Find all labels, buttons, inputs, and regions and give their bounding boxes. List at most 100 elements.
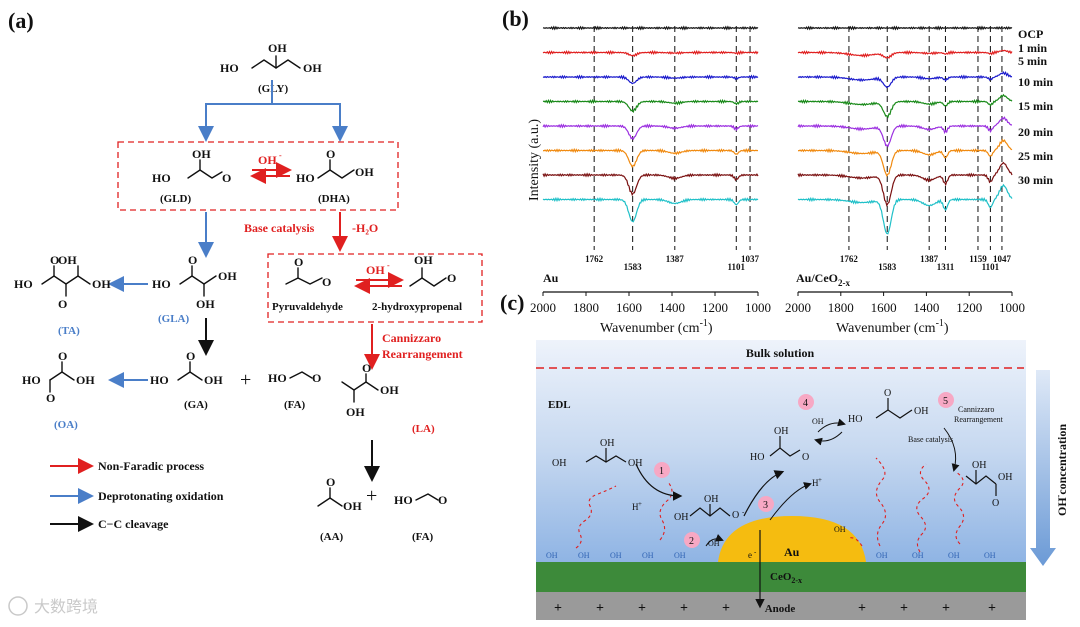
- time-legend: OCP 1 min 5 min 10 min 15 min 20 min 25 …: [1018, 27, 1053, 187]
- svg-text:OH: OH: [192, 147, 211, 161]
- svg-text:O: O: [322, 275, 331, 289]
- oa-molecule: HO O OH O (OA): [22, 349, 95, 431]
- oa-label: (OA): [54, 419, 78, 431]
- svg-text:1: 1: [659, 466, 664, 477]
- svg-text:O: O: [50, 253, 59, 267]
- svg-text:HO: HO: [220, 61, 239, 75]
- spectrum-5-min: [797, 70, 1013, 89]
- svg-text:O: O: [312, 371, 321, 385]
- surface-oh: OH: [984, 551, 996, 560]
- peak-label-1762: 1762: [585, 254, 604, 264]
- x-tick-1400: 1400: [913, 300, 939, 315]
- svg-text:(FA): (FA): [284, 399, 306, 411]
- spectrum-25-min: [797, 161, 1013, 208]
- spectrum-30-min: [797, 183, 1013, 235]
- surface-oh: OH: [578, 551, 590, 560]
- svg-text:OH: OH: [58, 253, 77, 267]
- oh-gradient-arrow: [1030, 370, 1056, 566]
- alkoxide-molecule: OH OH O -: [674, 494, 745, 523]
- svg-text:O: O: [884, 388, 891, 399]
- gly-edl-molecule: OH OH OH: [552, 438, 642, 469]
- svg-text:O: O: [326, 475, 335, 489]
- step-4-badge: [798, 394, 814, 410]
- svg-text:HO: HO: [268, 371, 287, 385]
- peak-label-1159: 1159: [969, 254, 987, 264]
- legend-non-faradic: Non-Faradic process: [98, 459, 204, 473]
- svg-text:H: H: [812, 478, 819, 488]
- svg-text:OH: OH: [414, 253, 433, 267]
- svg-text:2-hydroxypropenal: 2-hydroxypropenal: [372, 301, 462, 313]
- surface-oh: OH: [546, 551, 558, 560]
- ta-label: (TA): [58, 325, 80, 337]
- watermark-logo-icon: [8, 596, 28, 616]
- x-tick-1000: 1000: [745, 300, 771, 315]
- svg-text:OH: OH: [366, 263, 385, 277]
- anode-plus-sign: +: [638, 601, 646, 616]
- x-tick-1200: 1200: [956, 300, 982, 315]
- aa-molecule: O OH (AA): [317, 475, 362, 543]
- svg-text:O: O: [58, 297, 67, 311]
- svg-text:O: O: [732, 510, 739, 521]
- spectrum-5-min: [542, 74, 759, 85]
- gld-edl-molecule: HO OH O: [750, 426, 809, 463]
- legend-15min: 15 min: [1018, 99, 1053, 113]
- dha-edl-molecule: HO O OH: [848, 388, 928, 425]
- legend-5min: 5 min: [1018, 54, 1047, 68]
- au-x-axis-label: Wavenumber (cm-1): [600, 318, 713, 336]
- peak-label-1101: 1101: [982, 262, 1000, 272]
- svg-text:-H₂O: -H₂O: [352, 221, 378, 235]
- anode-plus-sign: +: [680, 601, 688, 616]
- svg-text:OH: OH: [914, 406, 928, 417]
- svg-text:O: O: [222, 171, 231, 185]
- step-5-badge: [938, 392, 954, 408]
- svg-text:Base catalysis: Base catalysis: [244, 221, 315, 235]
- svg-text:4: 4: [803, 398, 808, 409]
- panel-b-label: (b): [502, 6, 529, 31]
- svg-text:O: O: [46, 391, 55, 405]
- svg-text:(FA): (FA): [412, 531, 434, 543]
- ta-molecule: HO O OH OH O (TA): [14, 253, 111, 337]
- legend-cc-cleavage: C−C cleavage: [98, 517, 169, 531]
- anode-charges: +++++++++: [554, 601, 996, 616]
- au-label: Au: [784, 545, 800, 559]
- panel-c: (c) Bulk solution EDL OH-concentration C…: [500, 290, 1069, 620]
- peak-label-1583: 1583: [624, 262, 643, 272]
- legend-10min: 10 min: [1018, 75, 1053, 89]
- au-ceo2-title: Au/CeO2-x: [796, 271, 850, 288]
- anode-plus-sign: +: [942, 601, 950, 616]
- svg-text:OH: OH: [196, 297, 215, 311]
- oh-concentration-label: OH-concentration: [1054, 424, 1069, 516]
- svg-text:Rearrangement: Rearrangement: [954, 415, 1004, 424]
- svg-text:OH: OH: [972, 460, 986, 471]
- peak-label-1387: 1387: [666, 254, 685, 264]
- svg-text:OH: OH: [76, 373, 95, 387]
- svg-text:O: O: [447, 271, 456, 285]
- pyruvaldehyde-molecule: O O Pyruvaldehyde: [272, 255, 343, 313]
- watermark: 大数跨境: [8, 596, 98, 616]
- peak-label-1762: 1762: [840, 254, 859, 264]
- svg-text:HO: HO: [152, 277, 171, 291]
- svg-text:Cannizzaro: Cannizzaro: [382, 331, 441, 345]
- svg-text:+: +: [240, 369, 251, 391]
- svg-text:-: -: [754, 548, 757, 556]
- peak-label-1387: 1387: [920, 254, 939, 264]
- spectrum-1-min: [797, 49, 1013, 59]
- svg-text:OH: OH: [628, 458, 642, 469]
- gla-label: (GLA): [158, 313, 190, 325]
- panel-a-label: (a): [8, 8, 34, 33]
- anode-plus-sign: +: [988, 601, 996, 616]
- step-1-badge: [654, 462, 670, 478]
- bulk-solution-label: Bulk solution: [746, 346, 815, 360]
- svg-text:5: 5: [943, 396, 948, 407]
- anode-plus-sign: +: [554, 601, 562, 616]
- svg-text:HO: HO: [14, 277, 33, 291]
- surface-oh: OH: [876, 551, 888, 560]
- svg-text:OH: OH: [812, 417, 824, 426]
- dha-molecule: HO O OH (DHA): [296, 147, 374, 205]
- svg-text:OH: OH: [346, 405, 365, 419]
- panel-c-label: (c): [500, 290, 524, 315]
- legend-20min: 20 min: [1018, 125, 1053, 139]
